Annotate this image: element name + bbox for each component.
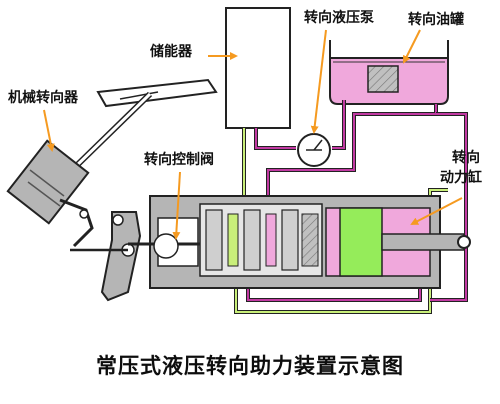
diagram-caption: 常压式液压转向助力装置示意图 bbox=[96, 354, 404, 378]
piston-rod bbox=[381, 233, 465, 251]
label-power-cylinder-line2: 动力缸 bbox=[440, 170, 482, 186]
leader-arrows bbox=[43, 29, 463, 240]
label-power-cylinder-line1: 转向 bbox=[452, 150, 480, 166]
accumulator bbox=[225, 7, 291, 129]
label-control-valve: 转向控制阀 bbox=[144, 152, 214, 168]
label-oil-tank: 转向油罐 bbox=[408, 12, 464, 28]
arrow-oil-tank bbox=[403, 29, 421, 64]
label-mechanical-steering-gear: 机械转向器 bbox=[8, 90, 78, 106]
piston bbox=[339, 207, 383, 277]
steering-pump bbox=[297, 133, 331, 167]
arrow-pump bbox=[310, 29, 327, 134]
valve-cylinder-body bbox=[149, 195, 471, 289]
label-steering-pump: 转向液压泵 bbox=[304, 10, 374, 26]
arrow-control-valve bbox=[172, 171, 181, 240]
label-accumulator: 储能器 bbox=[150, 44, 192, 60]
tank-filter bbox=[367, 65, 399, 93]
linkage bbox=[70, 211, 200, 302]
rod-eye bbox=[457, 235, 471, 249]
oil-tank bbox=[329, 40, 449, 105]
mechanical-steering-gear bbox=[6, 78, 218, 248]
arrow-steering-gear bbox=[43, 109, 55, 152]
arrow-power-cylinder bbox=[410, 197, 463, 225]
